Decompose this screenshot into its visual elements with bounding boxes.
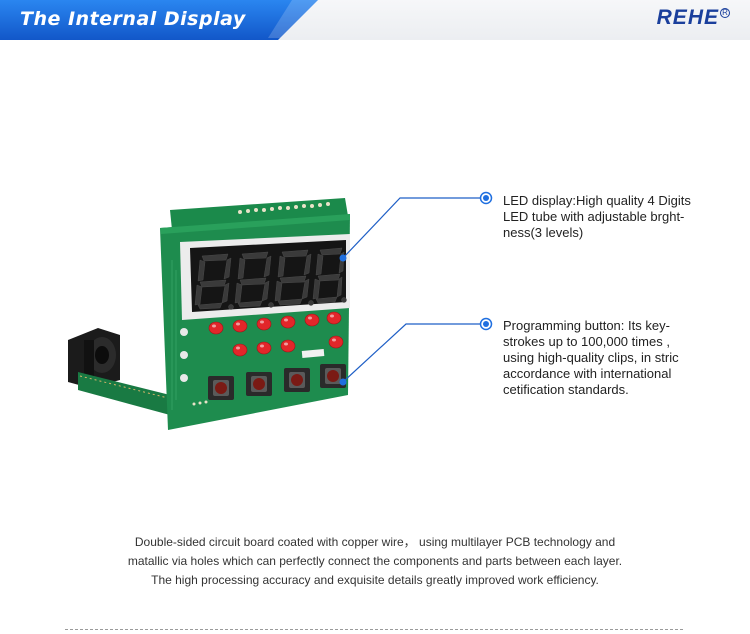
indicator-leds <box>208 311 344 357</box>
pin-header <box>238 202 330 214</box>
description-line: Double-sided circuit board coated with c… <box>134 535 616 549</box>
callout-line: cetification standards. <box>503 382 629 397</box>
title-banner <box>0 0 318 40</box>
product-description: Double-sided circuit board coated with c… <box>60 533 690 590</box>
callout-programming-button: Programming button: Its key- strokes up … <box>503 318 723 398</box>
brand-logo-text: REHE <box>656 6 719 29</box>
callout-line: using high-quality clips, in stric <box>503 350 679 365</box>
dashed-divider <box>65 629 683 630</box>
page-title: The Internal Display <box>20 8 246 30</box>
callout-led-display: LED display:High quality 4 Digits LED tu… <box>503 193 723 241</box>
brand-logo: REHE R <box>657 6 730 30</box>
registered-mark-icon: R <box>720 8 730 18</box>
callout-line: accordance with international <box>503 366 672 381</box>
callout-line: ness(3 levels) <box>503 225 584 240</box>
callout-line: LED display:High quality 4 Digits <box>503 193 691 208</box>
callout-line: Programming button: Its key- <box>503 318 670 333</box>
callout-line: strokes up to 100,000 times , <box>503 334 670 349</box>
circuit-board-image <box>68 198 350 430</box>
description-line: The high processing accuracy and exquisi… <box>151 573 599 587</box>
header-bar: The Internal Display REHE R <box>0 0 750 40</box>
status-leds <box>180 328 188 382</box>
callout-line: LED tube with adjustable brght- <box>503 209 685 224</box>
led-display <box>180 234 350 320</box>
bullet-circle-icon <box>479 191 493 205</box>
description-line: matallic via holes which can perfectly c… <box>127 554 623 568</box>
bullet-circle-icon <box>479 317 493 331</box>
